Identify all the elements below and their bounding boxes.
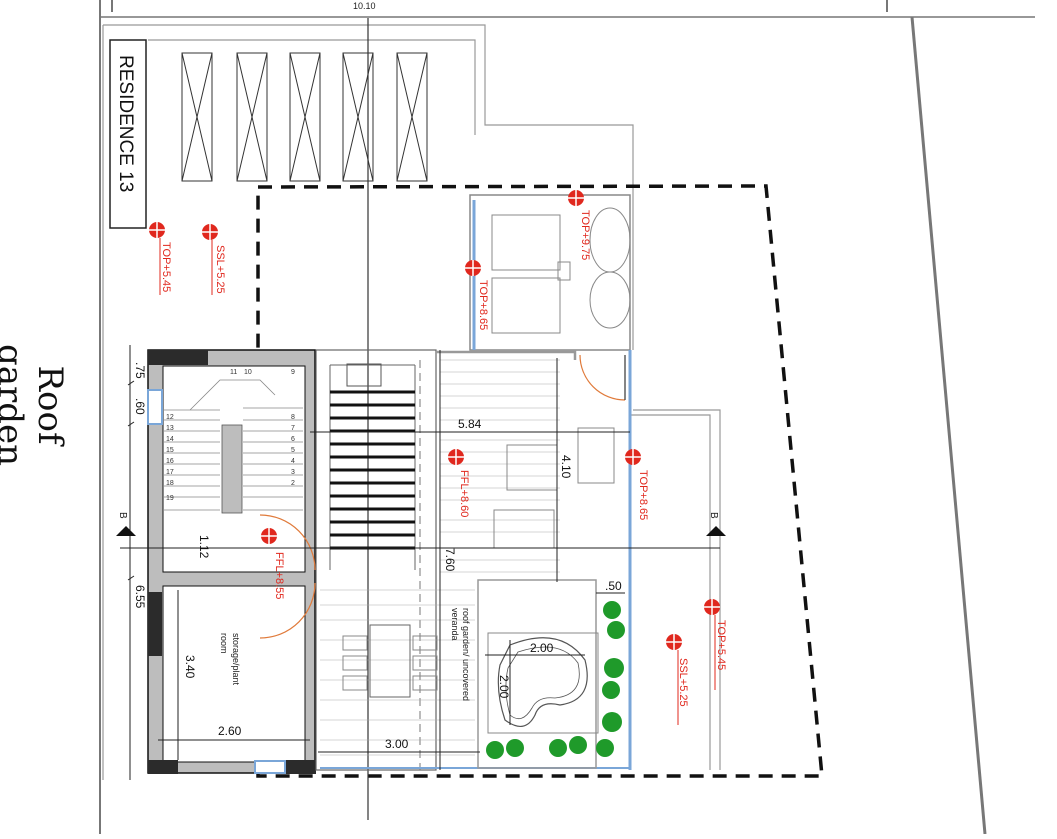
room-label-veranda-line2: veranda [450,608,460,641]
dim-75: .75 [133,362,147,379]
section-label-right: B [708,512,719,519]
room-labels: storage/plant room roof garden/ uncovere… [219,608,471,701]
stair-number: 16 [166,458,174,465]
section-label-left: B [117,512,128,519]
pergola-deck [315,349,437,771]
residence-label-box: RESIDENCE 13 [109,39,147,229]
dim-760: 7.60 [443,548,457,572]
level-marker: TOP+5.45 [149,222,172,295]
stair-number: 19 [166,495,174,502]
plot-outline [102,24,721,780]
section-marker-left [116,526,136,536]
section-markers [116,526,726,536]
dim-112: 1.12 [197,535,211,559]
level-label: SSL+5.25 [677,658,689,707]
level-label: SSL+5.25 [214,245,226,294]
door-swings [259,354,626,639]
level-marker: FFL+8.55 [261,528,285,599]
residence-label: RESIDENCE 13 [115,55,136,192]
dim-340: 3.40 [183,655,197,679]
stair-number: 18 [166,480,174,487]
jacuzzi [487,632,599,734]
room-label-storage-line1: storage/plant [231,633,241,686]
stair-number: 11 [230,369,237,376]
dimension-lines [120,345,720,780]
level-marker: TOP+8.65 [625,449,649,520]
level-marker: TOP+9.75 [568,190,591,260]
deck-planks [320,359,560,756]
stair-number: 8 [291,414,295,421]
room-label-veranda-line1: roof garden/ uncovered [461,608,471,701]
dim-50: .50 [605,579,622,593]
level-label: FFL+8.60 [458,470,470,517]
dim-300: 3.00 [385,737,409,751]
solar-panel [236,52,268,182]
stair-number: 3 [291,469,295,476]
level-marker: SSL+5.25 [202,224,226,295]
dim-200-horizontal: 2.00 [530,641,554,655]
level-label: FFL+8.55 [273,552,285,599]
solar-panel [396,52,428,182]
page-title: Roof garden [0,343,70,467]
level-marker: SSL+5.25 [666,634,689,725]
staircase [163,379,303,514]
stair-number: 2 [291,480,295,487]
level-marker: TOP+8.65 [465,260,489,330]
stair-number: 17 [166,469,174,476]
level-label: TOP+8.65 [637,470,649,520]
stair-number: 5 [291,447,295,454]
stair-number: 9 [291,369,295,376]
level-label: TOP+5.45 [715,620,727,670]
section-marker-right [706,526,726,536]
dim-584: 5.84 [458,417,482,431]
level-label: TOP+8.65 [477,280,489,330]
level-marker: FFL+8.60 [448,449,470,517]
stair-numbers: 12 13 14 15 16 17 18 19 8 7 6 5 4 3 2 11… [166,369,295,502]
dim-655: 6.55 [133,585,147,609]
dim-60: .60 [133,398,147,415]
room-label-storage-line2: room [219,633,229,654]
sheet-frame [99,0,1035,835]
stair-number: 7 [291,425,295,432]
level-markers: TOP+5.45 SSL+5.25 TOP+9.75 TOP+8.65 FFL+… [149,190,727,725]
dim-200-vertical: 2.00 [497,675,511,699]
dim-260: 2.60 [218,724,242,738]
solar-panel [289,52,321,182]
stair-number: 4 [291,458,295,465]
stair-number: 12 [166,414,174,421]
solar-panel [181,52,213,182]
dimension-texts: .75 .60 1.12 6.55 3.40 2.60 3.00 5.84 4.… [133,362,622,751]
stair-number: 15 [166,447,174,454]
top-dimension: 10.10 [353,1,376,11]
stair-number: 6 [291,436,295,443]
level-label: TOP+9.75 [579,210,591,260]
stair-number: 13 [166,425,174,432]
level-marker: TOP+5.45 [704,599,727,690]
garden-plants [486,601,625,759]
stair-number: 10 [244,369,252,376]
upper-terrace [469,194,631,351]
terrace-furniture [320,350,632,770]
solar-panels [181,52,428,182]
stair-number: 14 [166,436,174,443]
dim-410: 4.10 [559,455,573,479]
level-label: TOP+5.45 [160,242,172,292]
